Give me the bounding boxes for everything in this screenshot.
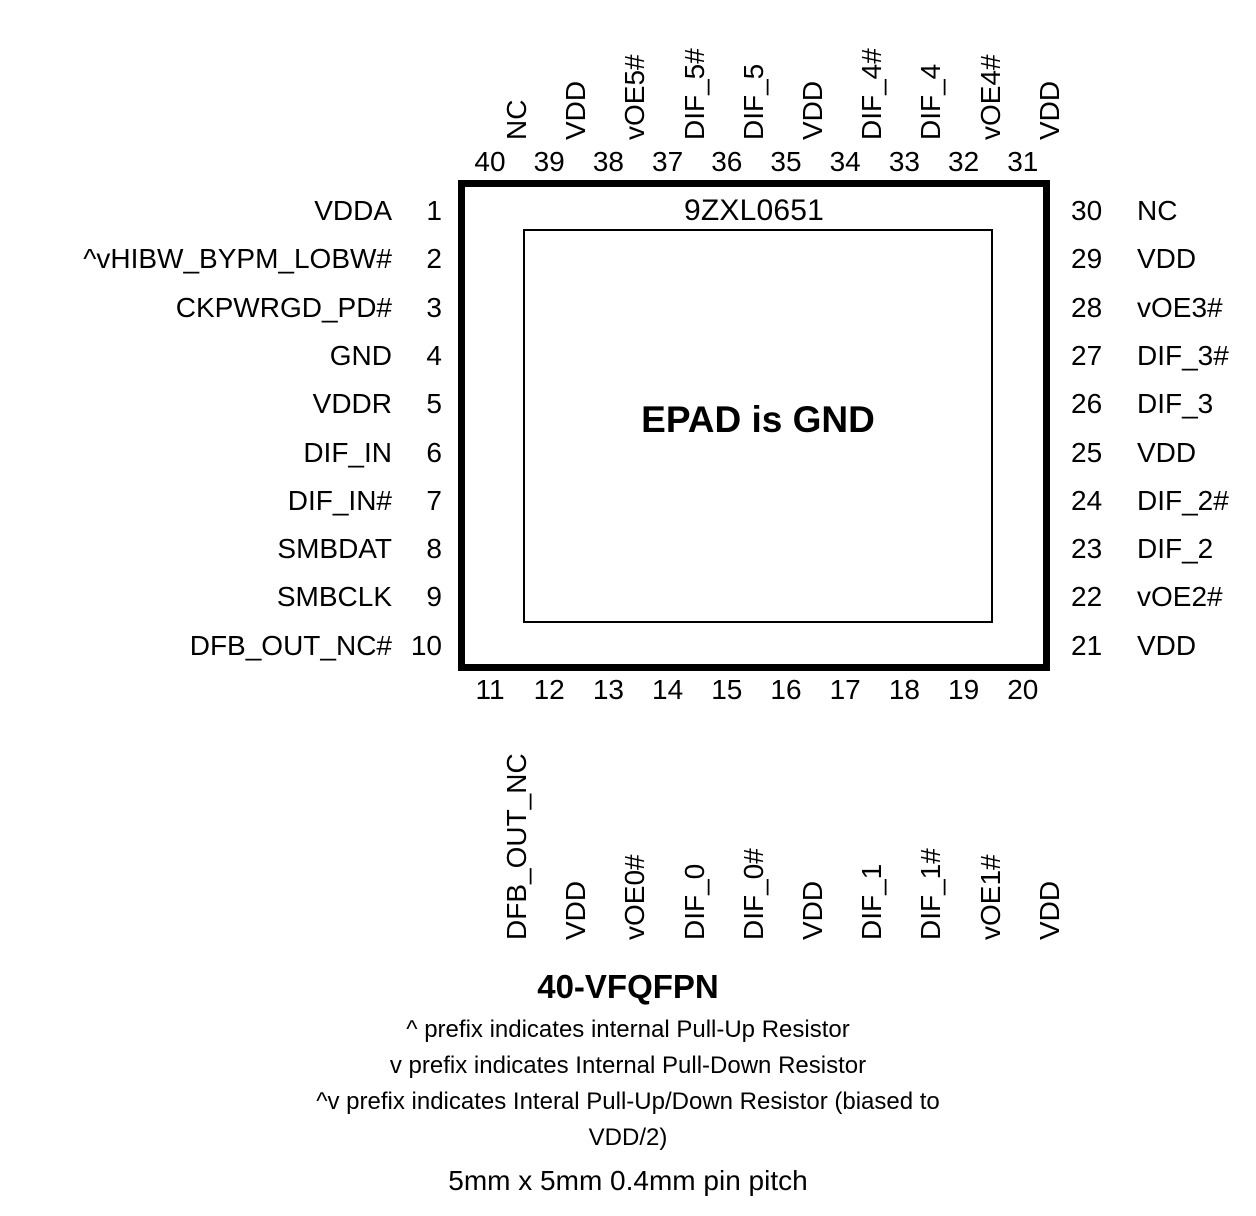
pin-number-33: 33 — [888, 146, 920, 177]
pin-label-6: DIF_IN — [303, 436, 392, 468]
pin-label-1: VDDA — [314, 195, 392, 226]
pin-number-20: 20 — [1007, 674, 1039, 705]
pin-label-24: DIF_2# — [1137, 484, 1229, 516]
pin-number-3: 3 — [426, 291, 442, 323]
pin-number-21: 21 — [1071, 629, 1103, 661]
pin-number-32: 32 — [948, 146, 980, 177]
pin-number-10: 10 — [410, 629, 442, 661]
pin-label-32: vOE4# — [974, 54, 1006, 140]
pin-label-3: CKPWRGD_PD# — [175, 291, 392, 323]
pin-label-26: DIF_3 — [1137, 388, 1214, 420]
pin-label-34: DIF_4# — [856, 48, 888, 140]
pin-label-31: VDD — [1033, 80, 1065, 140]
pin-number-4: 4 — [426, 339, 442, 371]
pin-label-37: DIF_5# — [678, 48, 710, 140]
pin-number-16: 16 — [770, 674, 802, 705]
pin-number-28: 28 — [1071, 291, 1103, 323]
package-footer: 40-VFQFPN ^ prefix indicates internal Pu… — [0, 966, 1256, 1202]
pin-label-22: vOE2# — [1137, 581, 1223, 613]
pin-number-13: 13 — [592, 674, 624, 705]
pin-label-40: NC — [501, 99, 532, 140]
pin-number-11: 11 — [475, 674, 505, 705]
pin-number-8: 8 — [426, 533, 442, 565]
pin-label-5: VDDR — [312, 388, 392, 420]
note-pulldown: v prefix indicates Internal Pull-Down Re… — [389, 1052, 867, 1079]
part-number-label: 9ZXL0651 — [683, 194, 825, 227]
pin-number-23: 23 — [1071, 533, 1103, 565]
pin-number-24: 24 — [1071, 484, 1103, 516]
pin-number-26: 26 — [1071, 388, 1103, 420]
pin-label-38: vOE5# — [619, 54, 651, 140]
pin-label-33: DIF_4 — [915, 63, 947, 140]
pin-number-40: 40 — [474, 146, 506, 177]
pin-label-12: VDD — [560, 880, 592, 940]
pin-label-21: VDD — [1137, 629, 1197, 661]
pin-number-12: 12 — [533, 674, 565, 705]
pin-label-23: DIF_2 — [1137, 533, 1214, 565]
pin-number-7: 7 — [426, 484, 442, 516]
pin-label-13: vOE0# — [619, 854, 651, 940]
note-pullupdown: ^v prefix indicates Interal Pull-Up/Down… — [316, 1088, 940, 1115]
pin-label-16: VDD — [797, 880, 828, 940]
pin-label-36: DIF_5 — [737, 63, 769, 140]
pin-label-11: DFB_OUT_NC — [501, 753, 532, 940]
pin-number-34: 34 — [829, 146, 861, 177]
pin-label-17: DIF_1 — [856, 863, 888, 940]
pin-number-29: 29 — [1071, 243, 1103, 275]
pin-number-19: 19 — [948, 674, 980, 705]
pin-number-22: 22 — [1071, 581, 1103, 613]
pin-label-27: DIF_3# — [1137, 339, 1229, 371]
pin-label-4: GND — [329, 339, 392, 371]
pin-number-25: 25 — [1071, 436, 1103, 468]
pin-number-2: 2 — [426, 243, 442, 275]
pin-label-15: DIF_0# — [737, 848, 769, 940]
pin-number-36: 36 — [711, 146, 743, 177]
pin-number-39: 39 — [533, 146, 565, 177]
pin-number-27: 27 — [1071, 339, 1103, 371]
pin-number-18: 18 — [888, 674, 920, 705]
pin-label-19: vOE1# — [974, 854, 1006, 940]
pin-number-37: 37 — [652, 146, 684, 177]
pin-number-9: 9 — [426, 581, 442, 613]
pin-number-6: 6 — [426, 436, 442, 468]
pin-label-20: VDD — [1033, 880, 1065, 940]
pin-number-1: 1 — [426, 195, 442, 226]
pin-label-39: VDD — [560, 80, 592, 140]
pin-label-35: VDD — [797, 80, 828, 140]
package-type-title: 40-VFQFPN — [537, 968, 719, 1005]
pin-label-2: ^vHIBW_BYPM_LOBW# — [83, 243, 392, 275]
exposed-pad-label: EPAD is GND — [641, 399, 875, 440]
pin-label-14: DIF_0 — [678, 863, 710, 940]
pin-number-35: 35 — [770, 146, 802, 177]
package-dimensions: 5mm x 5mm 0.4mm pin pitch — [448, 1165, 808, 1196]
pin-label-30: NC — [1137, 195, 1178, 226]
pin-label-9: SMBCLK — [276, 581, 392, 613]
pin-label-8: SMBDAT — [277, 533, 392, 565]
pin-label-18: DIF_1# — [915, 848, 947, 940]
pin-number-15: 15 — [711, 674, 743, 705]
pin-label-10: DFB_OUT_NC# — [189, 629, 392, 661]
pin-number-30: 30 — [1071, 195, 1103, 226]
pin-number-31: 31 — [1007, 146, 1039, 177]
exposed-pad-outline — [523, 229, 993, 623]
pin-label-28: vOE3# — [1137, 291, 1223, 323]
pin-number-5: 5 — [426, 388, 442, 420]
note-pullup: ^ prefix indicates internal Pull-Up Resi… — [406, 1016, 850, 1043]
note-pullupdown-cont: VDD/2) — [588, 1124, 668, 1151]
pin-number-17: 17 — [829, 674, 861, 705]
pin-label-7: DIF_IN# — [287, 484, 392, 516]
pin-number-38: 38 — [592, 146, 624, 177]
pin-label-29: VDD — [1137, 243, 1197, 275]
pin-number-14: 14 — [652, 674, 684, 705]
pin-label-25: VDD — [1137, 436, 1197, 468]
